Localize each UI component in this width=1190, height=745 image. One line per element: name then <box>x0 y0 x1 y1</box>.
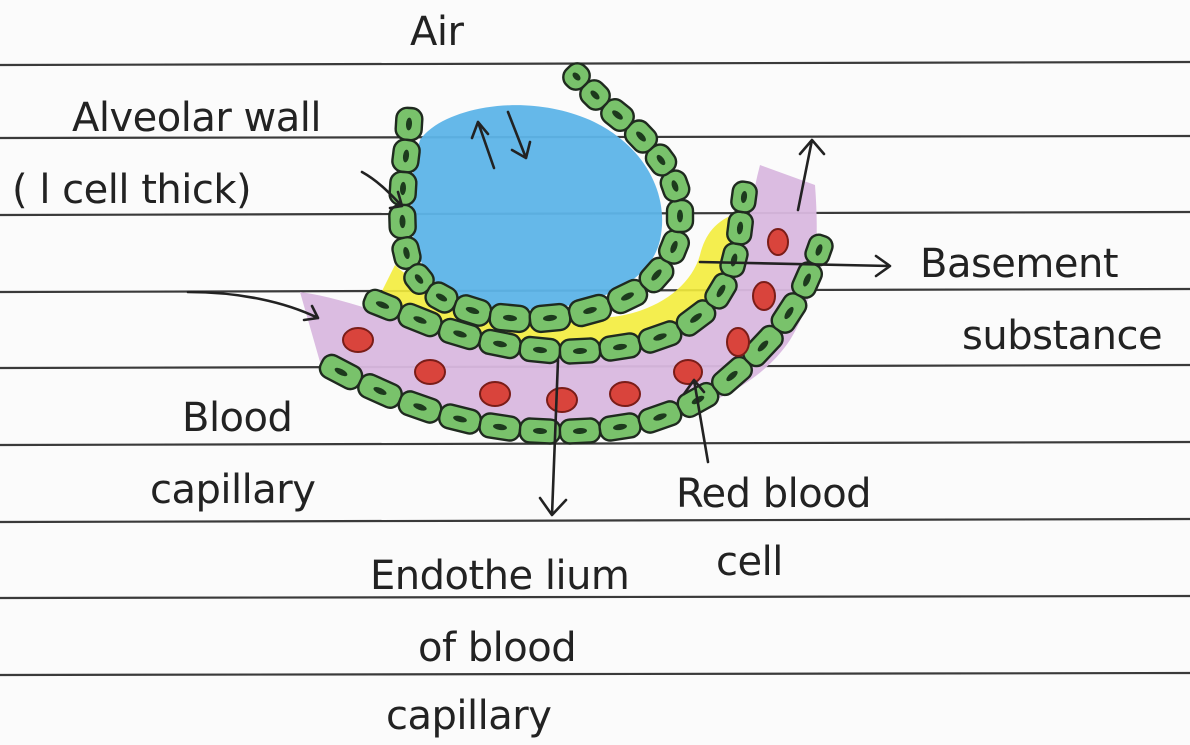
red-blood-cell <box>727 328 749 356</box>
epithelial-cell <box>478 412 522 442</box>
air-label: Air <box>410 12 463 52</box>
cell-label: cell <box>716 542 783 582</box>
epithelial-cell <box>489 303 532 333</box>
basement-label: Basement <box>920 244 1118 284</box>
red-blood-cell <box>415 360 445 384</box>
blood-label: Blood <box>182 398 292 438</box>
epithelial-cell <box>598 332 642 362</box>
epithelial-cell <box>726 211 754 246</box>
red-blood-cell <box>768 229 788 255</box>
alveolar-wall-note-label: ( l cell thick) <box>12 170 251 210</box>
epithelial-cell <box>389 171 417 206</box>
of-blood-label: of blood <box>418 628 576 668</box>
epithelial-cell <box>730 180 758 213</box>
epithelial-cell <box>519 336 561 364</box>
red-blood-cell <box>343 328 373 352</box>
red-blood-cell <box>480 382 510 406</box>
epithelial-cell <box>389 205 416 239</box>
epithelial-cell <box>391 138 421 173</box>
epithelial-cell <box>395 107 423 141</box>
red-blood-cell <box>753 282 775 310</box>
endothelium-capillary-label: capillary <box>386 696 551 736</box>
endothelium-label: Endothe lium <box>370 556 629 596</box>
alveolar-wall-label: Alveolar wall <box>72 98 321 138</box>
capillary-label: capillary <box>150 470 315 510</box>
red-blood-cell <box>674 360 702 384</box>
epithelial-cell <box>559 418 600 444</box>
epithelial-cell <box>667 200 693 232</box>
epithelial-cell <box>598 412 642 442</box>
blood-capillary-pointer <box>188 292 318 320</box>
red-blood-cell <box>610 382 640 406</box>
red-blood-cell <box>547 388 577 412</box>
epithelial-cell <box>529 303 572 333</box>
red-blood-label: Red blood <box>676 474 871 514</box>
epithelial-cell <box>559 338 600 364</box>
substance-label: substance <box>962 316 1162 356</box>
